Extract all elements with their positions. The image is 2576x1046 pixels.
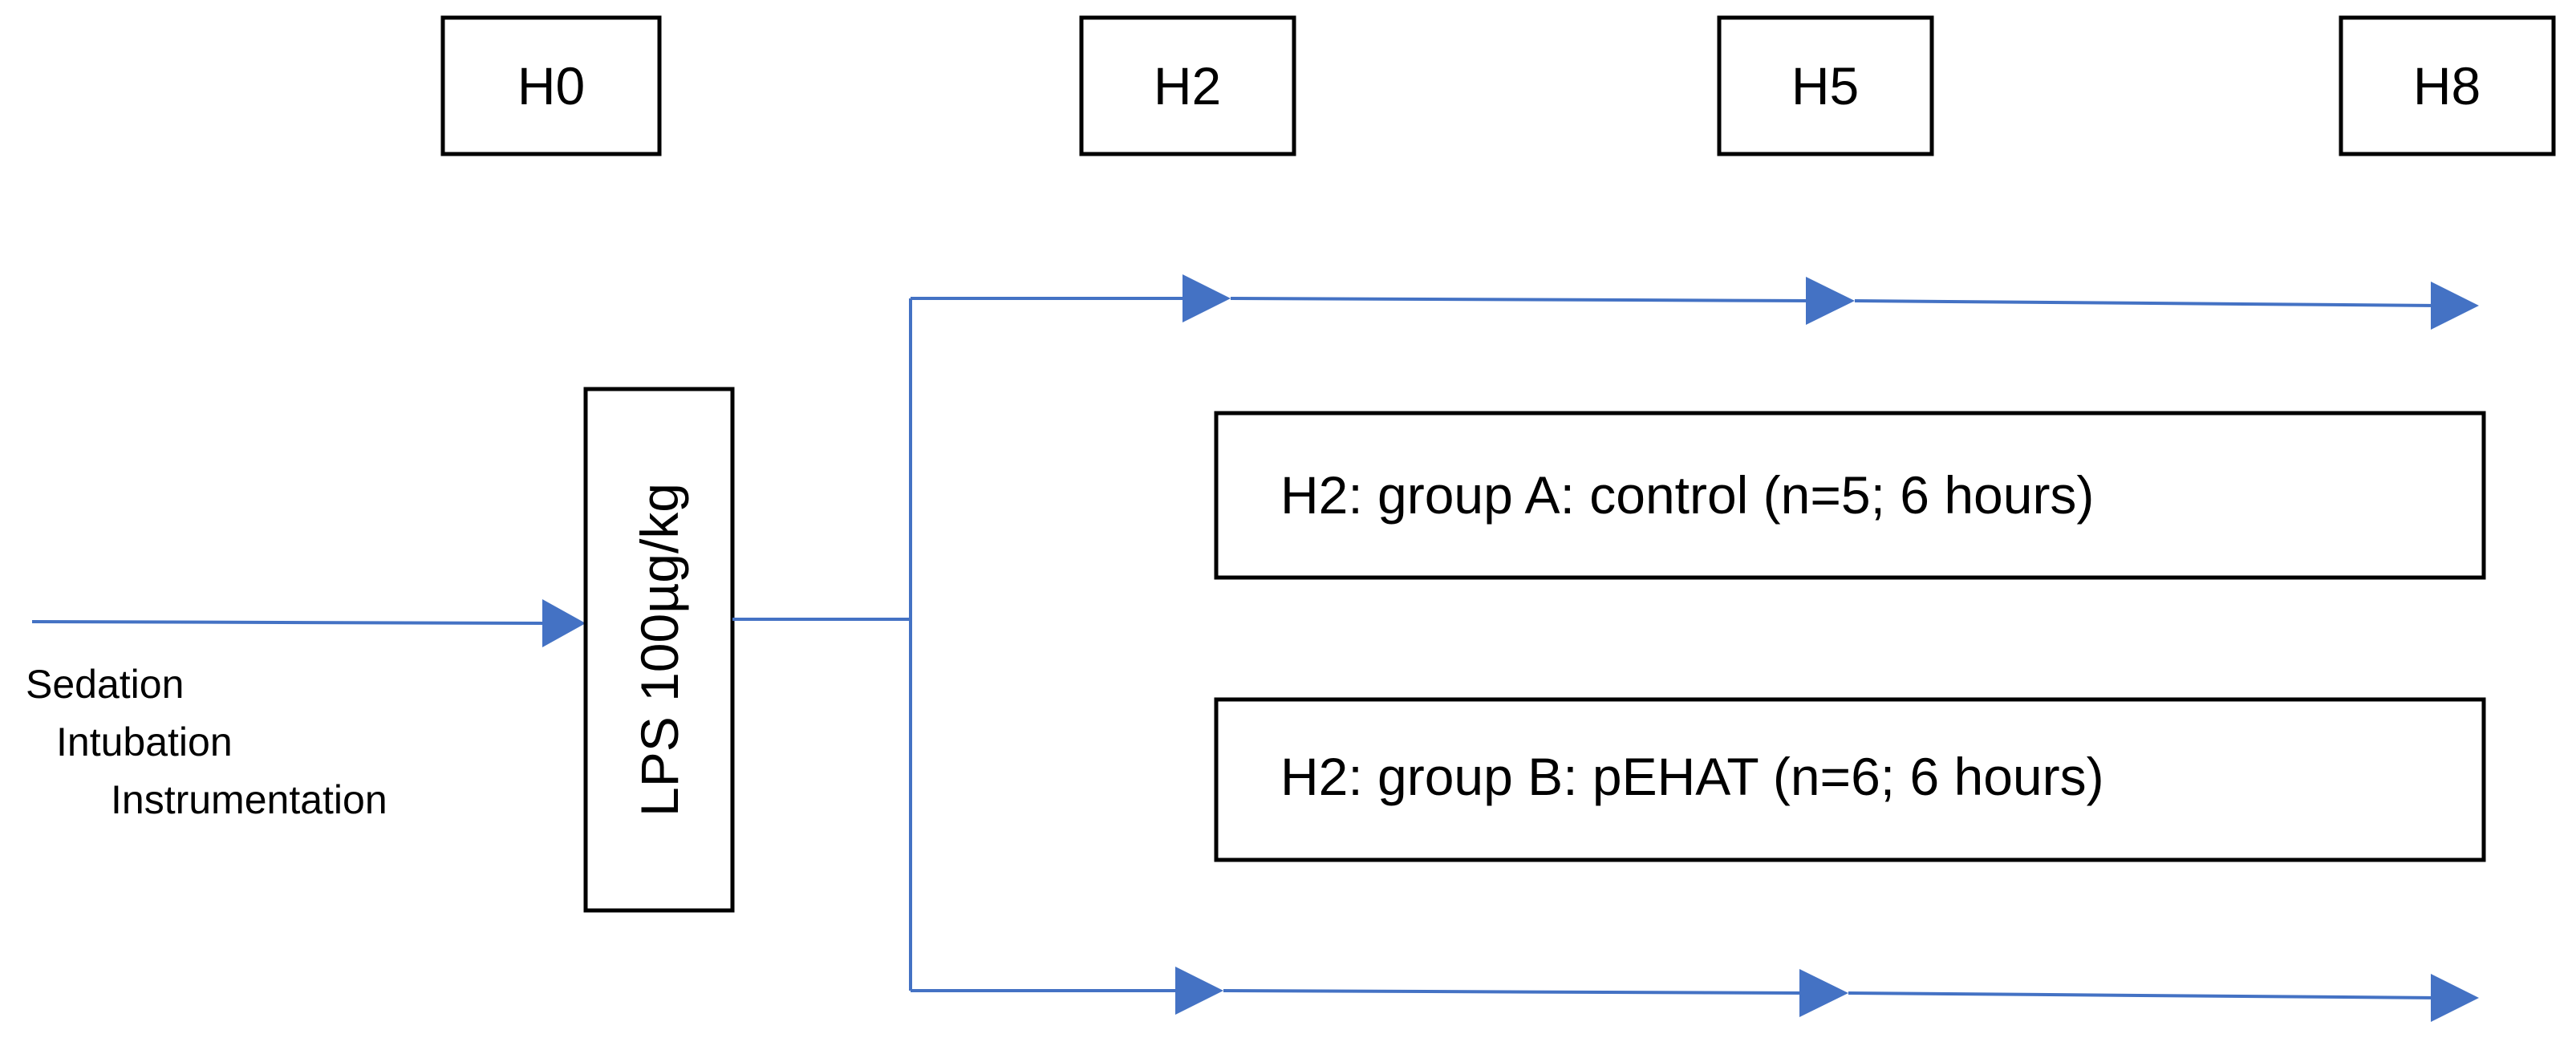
branch-connector xyxy=(732,298,912,991)
timepoint-h8-label: H8 xyxy=(2413,56,2481,116)
group-b-box: H2: group B: pEHAT (n=6; 6 hours) xyxy=(1214,697,2486,862)
timepoint-h0: H0 xyxy=(440,15,662,156)
group-b-label: H2: group B: pEHAT (n=6; 6 hours) xyxy=(1280,747,2104,806)
timepoint-h5: H5 xyxy=(1717,15,1934,156)
step-intubation: Intubation xyxy=(56,720,233,764)
timepoint-h5-label: H5 xyxy=(1791,56,1859,116)
upper-pathway-arrows xyxy=(911,274,2479,330)
timepoint-h2: H2 xyxy=(1079,15,1296,156)
timepoint-h0-label: H0 xyxy=(517,56,585,116)
step-instrumentation: Instrumentation xyxy=(111,777,387,822)
group-a-box: H2: group A: control (n=5; 6 hours) xyxy=(1214,411,2486,580)
timepoint-h2-label: H2 xyxy=(1154,56,1221,116)
step-sedation: Sedation xyxy=(26,662,184,707)
timepoint-h8: H8 xyxy=(2339,15,2556,156)
lps-intervention-box: LPS 100µg/kg xyxy=(583,387,735,913)
preparation-arrow xyxy=(31,599,586,647)
group-a-label: H2: group A: control (n=5; 6 hours) xyxy=(1280,465,2094,525)
lps-label: LPS 100µg/kg xyxy=(630,483,689,817)
lower-pathway-arrows xyxy=(911,967,2479,1022)
